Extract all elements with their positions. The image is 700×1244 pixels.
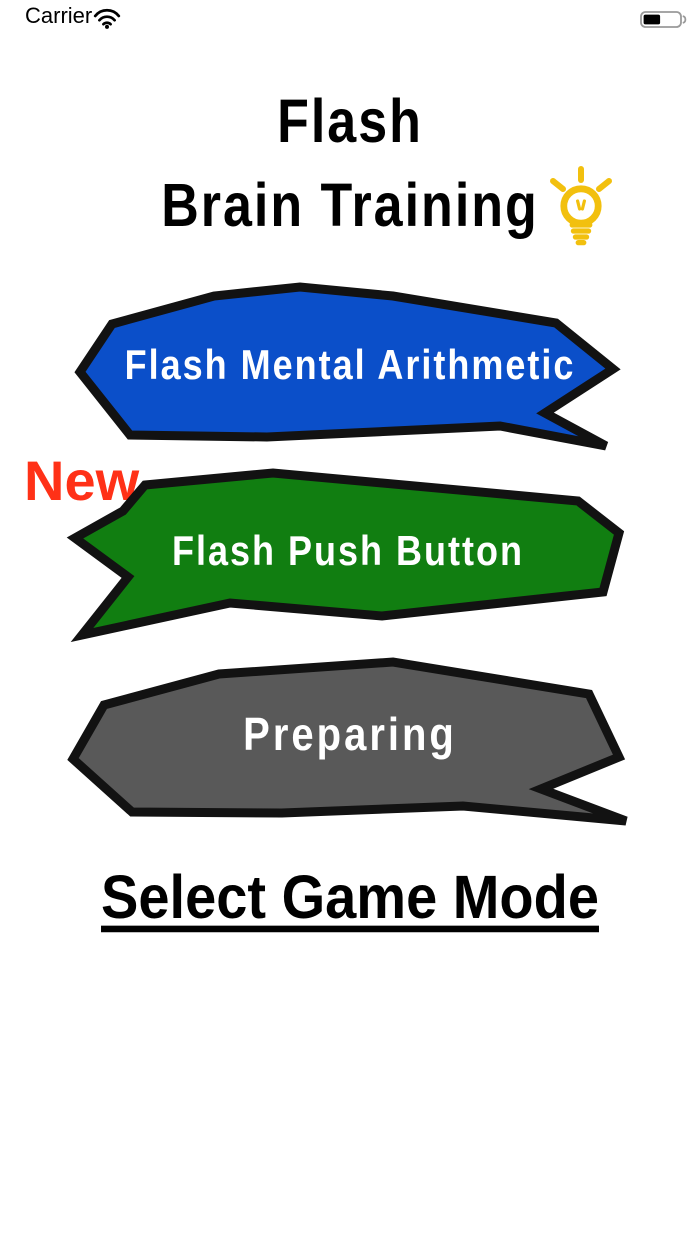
speech-bubble-shape — [66, 468, 625, 642]
app-title-line1: Flash — [277, 87, 423, 157]
new-badge: New — [24, 449, 140, 512]
app-title-line2: Brain Training — [161, 171, 539, 241]
carrier-label: Carrier — [25, 3, 93, 28]
select-game-mode-heading: Select Game Mode — [101, 861, 599, 932]
battery-icon — [640, 11, 687, 28]
status-bar: Carrier — [0, 0, 700, 40]
preparing-button[interactable]: Preparing — [62, 652, 638, 828]
speech-bubble-shape — [74, 282, 621, 451]
banner-label: Flash Push Button — [172, 526, 524, 574]
banner-label: Flash Mental Arithmetic — [124, 340, 576, 388]
speech-bubble-shape — [67, 657, 628, 826]
flash-mental-arithmetic-button[interactable]: Flash Mental Arithmetic — [64, 282, 636, 454]
banner-label: Preparing — [243, 709, 457, 761]
flash-push-button-button[interactable]: Flash Push Button — [60, 466, 636, 642]
lightbulb-icon — [550, 166, 612, 246]
wifi-icon — [93, 8, 121, 29]
